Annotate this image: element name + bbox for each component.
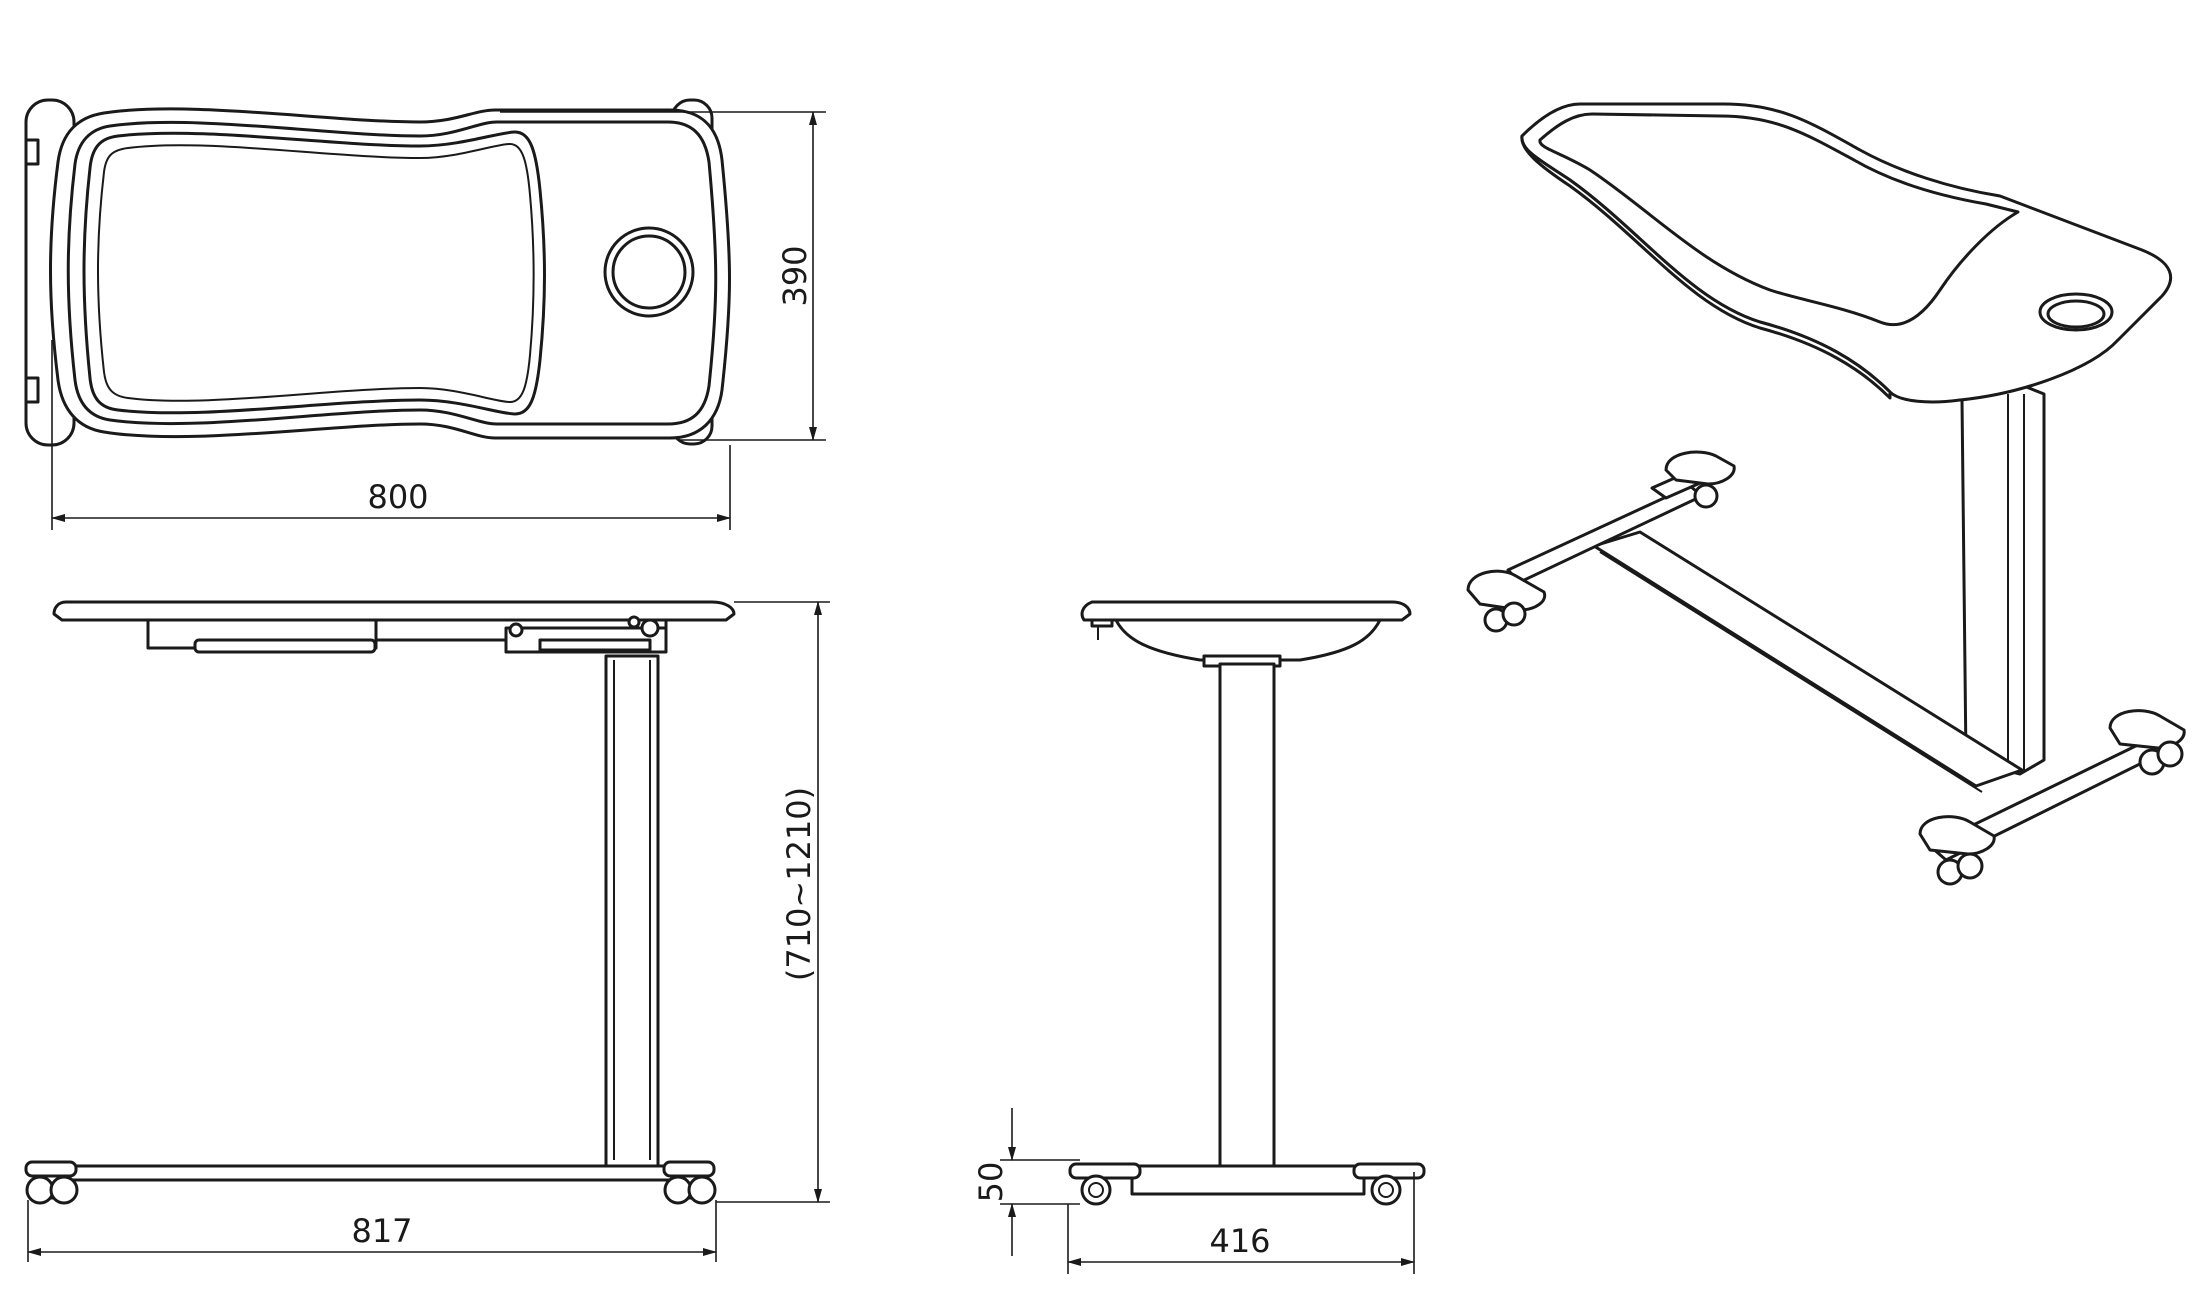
caster-right bbox=[662, 1160, 717, 1205]
iso-tray bbox=[1538, 112, 2020, 327]
end-caster-left bbox=[1068, 1162, 1142, 1206]
iso-cup-holder bbox=[2038, 292, 2114, 332]
iso-caster-back-right bbox=[1664, 450, 1736, 509]
handle-bracket-top bbox=[24, 138, 40, 166]
tabletop-rim bbox=[66, 120, 718, 426]
top-view: 800 390 bbox=[24, 98, 826, 530]
iso-caster-front-left bbox=[1918, 815, 1996, 886]
base-bar bbox=[58, 1164, 690, 1182]
front-tabletop bbox=[52, 600, 736, 622]
dim-top-depth: 390 bbox=[776, 245, 814, 306]
end-base bbox=[1130, 1164, 1366, 1196]
front-view: 817 (710~1210) bbox=[24, 600, 830, 1262]
cup-holder bbox=[603, 226, 695, 318]
iso-base-bar bbox=[1592, 530, 2024, 788]
iso-column bbox=[1960, 384, 2046, 776]
end-caster-right bbox=[1352, 1162, 1426, 1206]
tabletop-outline bbox=[49, 107, 731, 440]
dim-base-width: 416 bbox=[1209, 1222, 1270, 1260]
tray-area bbox=[82, 130, 546, 416]
caster-left bbox=[24, 1160, 79, 1205]
iso-caster-back-left bbox=[1466, 569, 1547, 633]
dim-height-range: (710~1210) bbox=[780, 787, 818, 981]
drawer bbox=[193, 638, 377, 654]
end-column bbox=[1218, 662, 1276, 1168]
handle-bracket-bottom bbox=[24, 376, 40, 404]
isometric-view bbox=[1466, 102, 2186, 886]
end-tabletop bbox=[1080, 600, 1412, 622]
dim-caster-height: 50 bbox=[972, 1162, 1010, 1203]
end-view: 50 416 bbox=[972, 600, 1426, 1274]
iso-caster-front-right bbox=[2108, 709, 2186, 776]
end-undercarriage bbox=[1114, 618, 1382, 662]
dim-top-width: 800 bbox=[367, 478, 428, 516]
dim-base-length: 817 bbox=[351, 1212, 412, 1250]
